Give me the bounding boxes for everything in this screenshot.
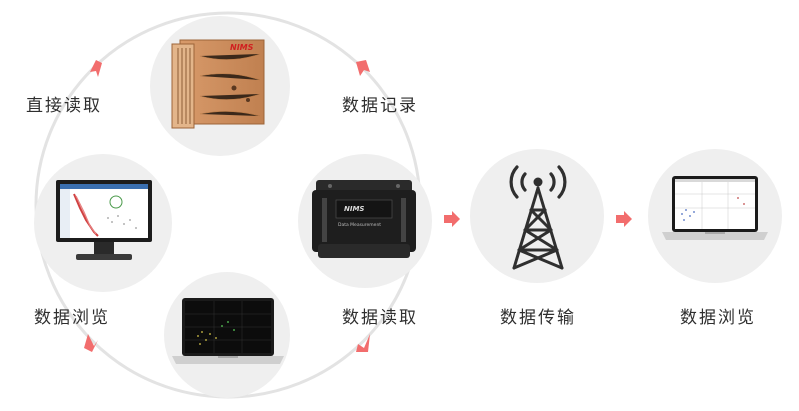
label-data-browse-final: 数据浏览 xyxy=(680,308,756,328)
label-data-record: 数据记录 xyxy=(342,96,418,116)
arrow-right-icon xyxy=(614,210,634,228)
arrow-right-icon xyxy=(442,210,462,228)
label-data-transfer: 数据传输 xyxy=(500,308,576,328)
arrow-icon xyxy=(90,60,102,77)
arrow-icon xyxy=(356,334,370,352)
arrow-icon xyxy=(84,334,98,352)
label-data-browse-cycle: 数据浏览 xyxy=(34,308,110,328)
arrow-icon xyxy=(356,60,370,76)
label-data-read: 数据读取 xyxy=(342,308,418,328)
label-direct-read: 直接读取 xyxy=(26,96,102,116)
